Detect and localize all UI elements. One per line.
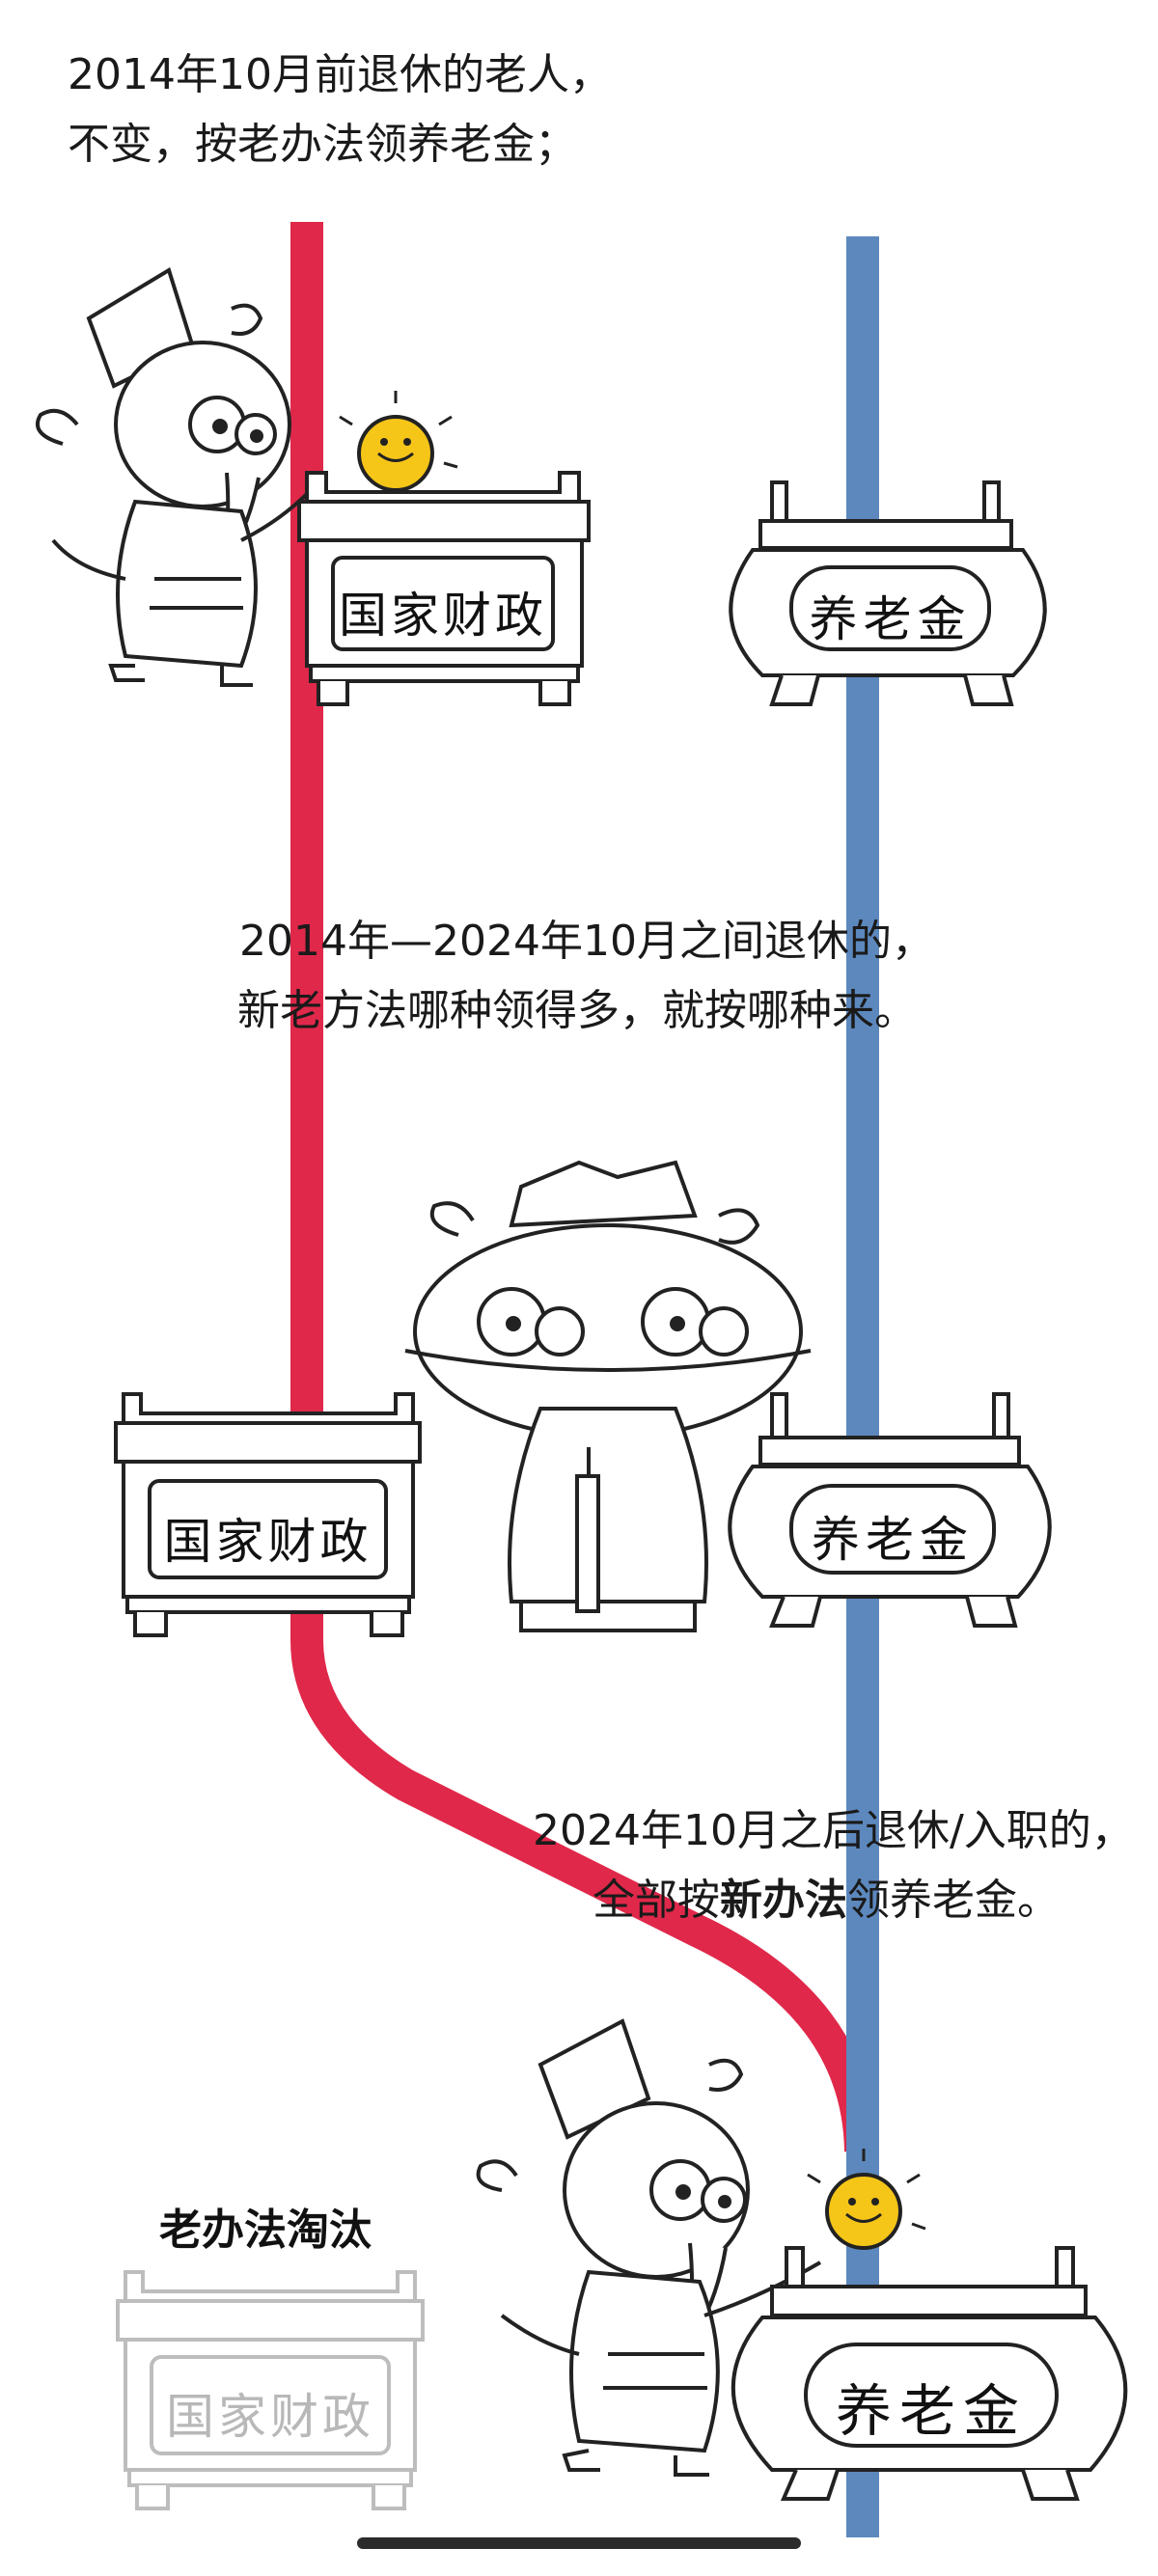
pension-label-3: 养老金 xyxy=(835,2378,1027,2444)
fiscal-chest-faded xyxy=(116,2270,425,2510)
fiscal-label-2: 国家财政 xyxy=(163,1514,372,1570)
caption-post2024-line2-pre: 全部按 xyxy=(593,1876,720,1925)
fiscal-chest-2 xyxy=(114,1392,422,1637)
pension-cauldron-2 xyxy=(728,1392,1052,1628)
fiscal-chest-1 xyxy=(297,471,591,706)
coin-1 xyxy=(339,391,458,492)
official-figure-2 xyxy=(476,2018,822,2477)
double-face-figure xyxy=(404,1160,812,1632)
fiscal-flow-line xyxy=(290,222,877,2152)
caption-post2024-line1: 2024年10月之后退休/入职的， xyxy=(533,1806,1134,1855)
caption-pre2014-line1: 2014年10月前退休的老人， xyxy=(68,50,612,99)
pension-label-1: 养老金 xyxy=(809,591,972,647)
caption-post2024-line2: 全部按新办法领养老金。 xyxy=(533,1866,1134,1935)
pension-label-2: 养老金 xyxy=(812,1512,974,1568)
coin-2 xyxy=(807,2149,926,2250)
caption-2014-2024-line2: 新老方法哪种领得多，就按哪种来。 xyxy=(236,986,917,1035)
pension-cauldron-1 xyxy=(729,480,1047,706)
caption-pre2014: 2014年10月前退休的老人， 不变，按老办法领养老金； xyxy=(68,41,612,179)
caption-post2024-highlight: 新办法 xyxy=(720,1876,847,1925)
old-method-eliminated-label: 老办法淘汰 xyxy=(159,2206,372,2255)
caption-2014-2024-line1: 2014年—2024年10月之间退休的， xyxy=(239,917,934,966)
caption-post2024: 2024年10月之后退休/入职的， 全部按新办法领养老金。 xyxy=(533,1796,1134,1935)
official-figure-1 xyxy=(35,266,311,687)
fiscal-label-1: 国家财政 xyxy=(339,588,547,644)
caption-2014-2024: 2014年—2024年10月之间退休的， 新老方法哪种领得多，就按哪种来。 xyxy=(220,907,934,1046)
home-indicator[interactable] xyxy=(357,2537,801,2549)
caption-pre2014-line2: 不变，按老办法领养老金； xyxy=(68,120,577,169)
pension-cauldron-3 xyxy=(731,2246,1128,2501)
caption-post2024-line2-post: 领养老金。 xyxy=(847,1876,1060,1925)
fiscal-label-faded: 国家财政 xyxy=(166,2389,374,2445)
